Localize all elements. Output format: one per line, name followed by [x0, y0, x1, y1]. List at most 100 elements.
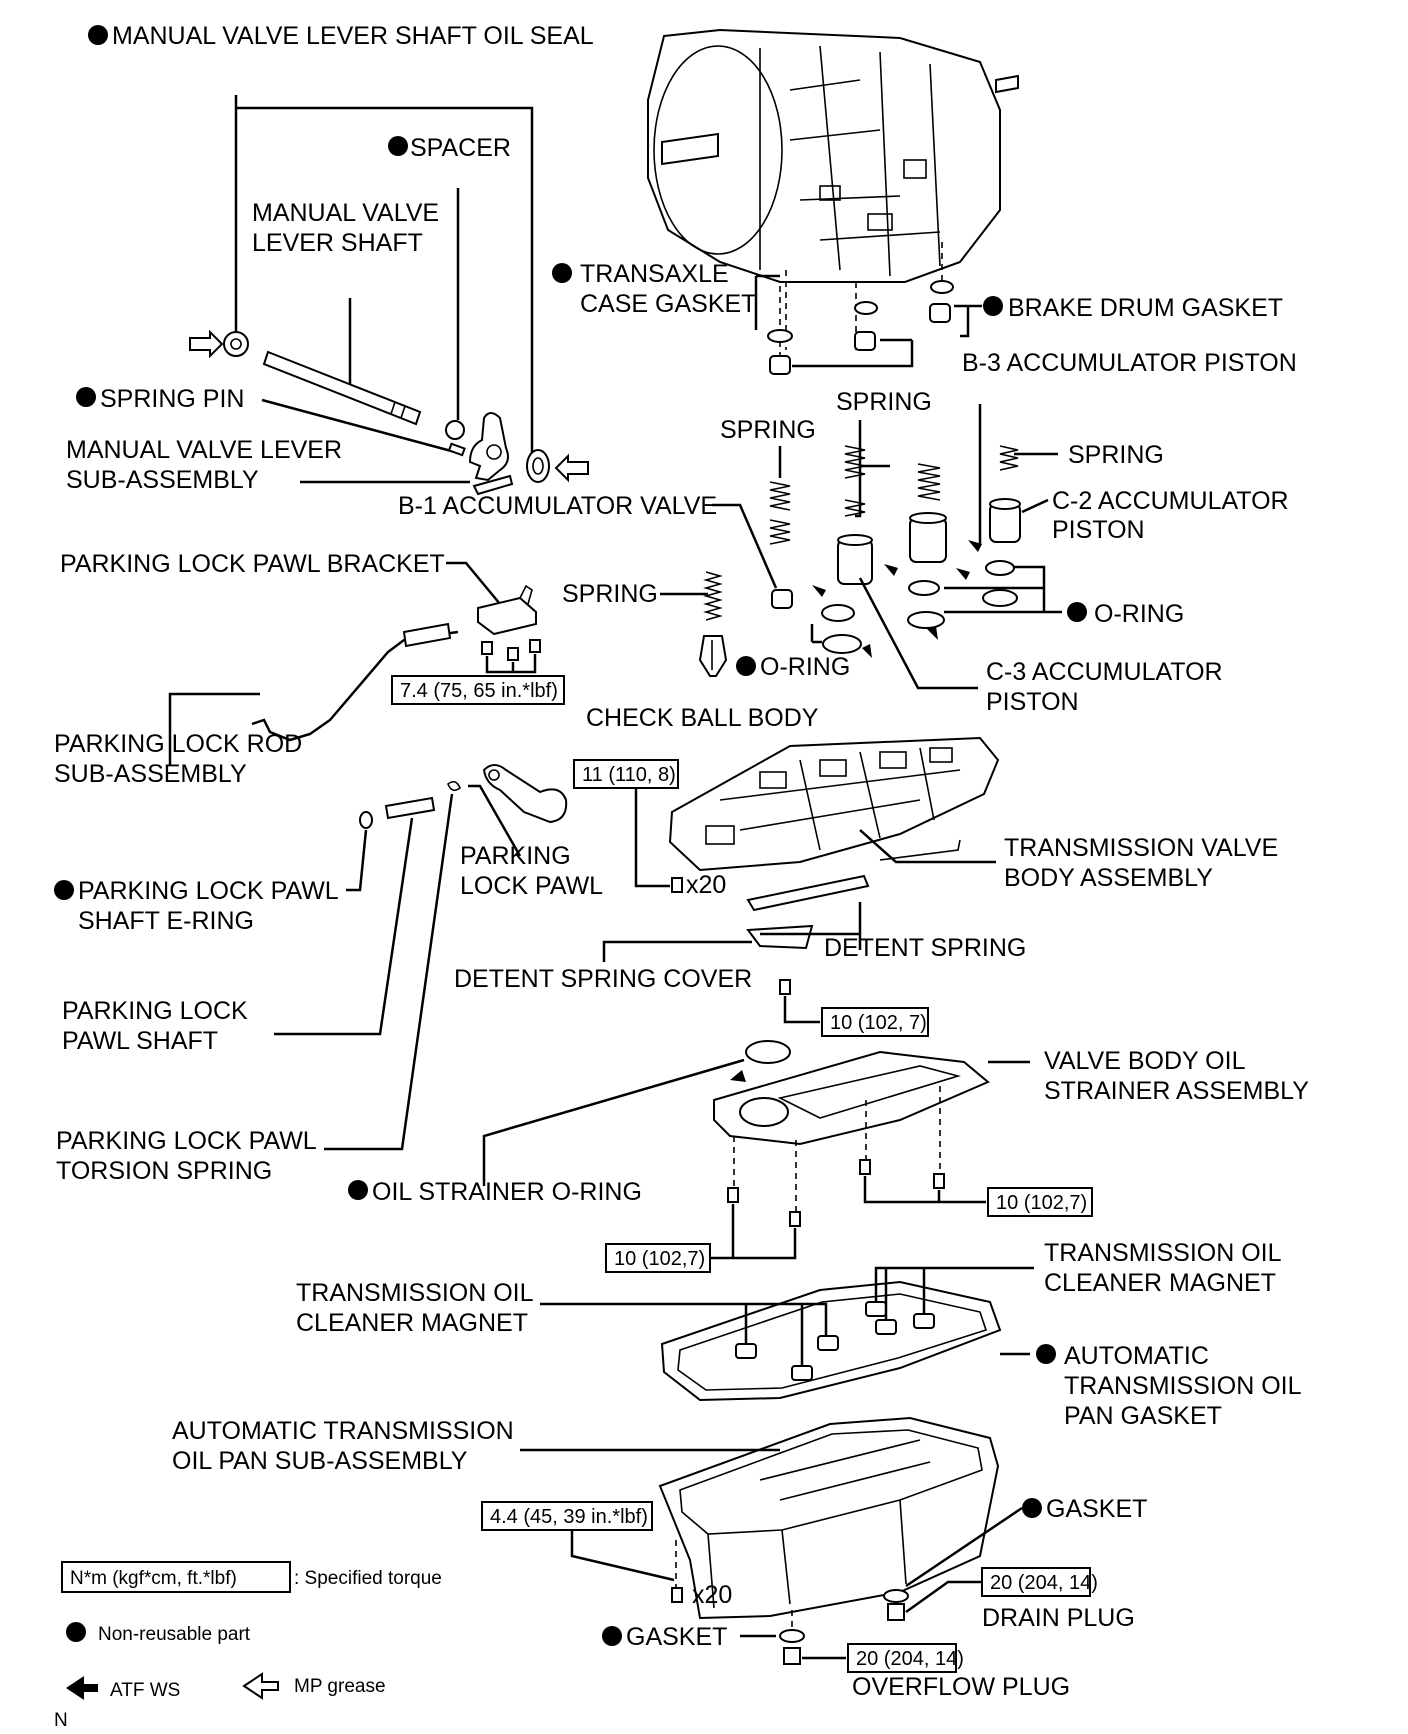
- b3-accumulator-pistons: [769, 303, 951, 375]
- nonreusable-bullet: [552, 263, 572, 283]
- label-parking-lock-pawl-bracket: PARKING LOCK PAWL BRACKET: [60, 550, 445, 578]
- nonreusable-bullet: [76, 387, 96, 407]
- parking-pawl-parts: [359, 764, 568, 829]
- torque-pan: 4.4 (45, 39 in.*lbf): [490, 1506, 648, 1528]
- parking-lock-rod-part: [251, 622, 459, 742]
- nonreusable-bullet: [602, 1626, 622, 1646]
- torque-box-bracket: [391, 675, 565, 705]
- nonreusable-bullet: [54, 880, 74, 900]
- label-b3-accumulator: B-3 ACCUMULATOR PISTON: [962, 349, 1297, 377]
- leader-strainer-torque-left: [710, 1204, 797, 1260]
- strainer-dashed-lines: [733, 1086, 941, 1214]
- leader-pawl-shaft: [274, 817, 414, 1036]
- atf-ws-legend-icon: [66, 1676, 98, 1700]
- detent-spring-part: [746, 874, 870, 950]
- detent-bolt: [779, 979, 791, 995]
- leader-strainer-torque-right: [863, 1176, 986, 1204]
- leader-parking-rod: [168, 692, 260, 766]
- nonreusable-bullet: [88, 25, 108, 45]
- label-detent-spring: DETENT SPRING: [824, 934, 1026, 962]
- label-pawl-shaft-2: PAWL SHAFT: [62, 1027, 218, 1055]
- label-oil-pan-1: AUTOMATIC TRANSMISSION: [172, 1417, 514, 1445]
- leader-spring-pin: [261, 398, 456, 454]
- label-drain-plug: DRAIN PLUG: [982, 1604, 1135, 1632]
- label-brake-drum-gasket: BRAKE DRUM GASKET: [1008, 294, 1283, 322]
- torque-strainer-right: 10 (102,7): [996, 1192, 1087, 1214]
- mp-grease-arrow-icon: [189, 329, 224, 359]
- leader-valve-body: [859, 829, 996, 864]
- torque-box-pan: [481, 1501, 653, 1531]
- oil-seal-left: [223, 331, 249, 357]
- leader-b1: [712, 503, 778, 589]
- case-gaskets: [767, 280, 954, 343]
- leader-c3: [858, 577, 978, 690]
- legend-nonreusable: Non-reusable part: [98, 1624, 251, 1645]
- label-spring-b: SPRING: [836, 388, 932, 416]
- check-ball-spring: [703, 571, 723, 621]
- leader-o-ring-right: [944, 565, 1062, 614]
- label-e-ring-2: SHAFT E-RING: [78, 907, 254, 935]
- label-spacer: SPACER: [410, 134, 511, 162]
- leader-bracket-torque: [485, 654, 537, 674]
- label-manual-valve-lever-sub-2: SUB-ASSEMBLY: [66, 466, 259, 494]
- torque-box-overflow: [847, 1643, 957, 1673]
- label-spring-d: SPRING: [562, 580, 658, 608]
- leader-b3: [792, 338, 914, 368]
- legend-torque-desc: : Specified torque: [294, 1568, 442, 1589]
- bracket-bolts: [481, 639, 541, 661]
- label-magnet-left-1: TRANSMISSION OIL: [296, 1279, 534, 1307]
- label-c2-1: C-2 ACCUMULATOR: [1052, 487, 1289, 515]
- leader-magnet-right: [874, 1266, 1034, 1320]
- parking-lock-pawl-bracket-part: [477, 584, 537, 636]
- overflow-plug-part: [783, 1647, 801, 1665]
- label-gasket-left: GASKET: [626, 1623, 727, 1651]
- torque-drain: 20 (204, 14): [990, 1572, 1098, 1594]
- label-gasket-right: GASKET: [1046, 1495, 1147, 1523]
- legend-torque-units: N*m (kgf*cm, ft.*lbf): [70, 1568, 237, 1589]
- label-torsion-1: PARKING LOCK PAWL: [56, 1127, 317, 1155]
- oil-strainer-o-ring-part: [745, 1040, 791, 1064]
- torque-strainer-left: 10 (102,7): [614, 1248, 705, 1270]
- mp-grease-legend-icon: [242, 1672, 279, 1700]
- leader-o-ring-mid: [810, 624, 822, 644]
- manual-valve-lever-part: [468, 412, 514, 496]
- label-spring-c: SPRING: [1068, 441, 1164, 469]
- leader-gasket-right: [905, 1506, 1023, 1588]
- torque-box-valve-body: [573, 759, 679, 789]
- torque-box-drain: [981, 1567, 1091, 1597]
- label-oil-pan-2: OIL PAN SUB-ASSEMBLY: [172, 1447, 468, 1475]
- label-strainer-2: STRAINER ASSEMBLY: [1044, 1077, 1309, 1105]
- overflow-gasket-part: [779, 1629, 805, 1643]
- label-pawl-2: LOCK PAWL: [460, 872, 603, 900]
- nonreusable-bullet: [388, 136, 408, 156]
- manual-valve-lever-shaft: [262, 350, 422, 426]
- leader-brake-drum: [954, 304, 982, 338]
- label-spring-a: SPRING: [720, 416, 816, 444]
- valve-body-oil-strainer-part: [713, 1050, 990, 1146]
- label-magnet-right-1: TRANSMISSION OIL: [1044, 1239, 1282, 1267]
- leader-detent: [760, 902, 862, 950]
- leader-detent-cover: [602, 940, 752, 962]
- pan-bolt: [671, 1587, 683, 1603]
- label-b1-valve: B-1 ACCUMULATOR VALVE: [398, 492, 717, 520]
- torque-overflow: 20 (204, 14): [856, 1648, 964, 1670]
- label-o-ring-right: O-RING: [1094, 600, 1184, 628]
- label-c3-1: C-3 ACCUMULATOR: [986, 658, 1223, 686]
- atf-ws-arrow-icon: [730, 1070, 746, 1082]
- oil-seal-right: [526, 449, 550, 483]
- torque-box-detent: [821, 1007, 929, 1037]
- strainer-bolts: [727, 1159, 945, 1227]
- leader-e-ring: [346, 829, 368, 892]
- label-spring-pin: SPRING PIN: [100, 385, 244, 413]
- label-manual-valve-lever-shaft-2: LEVER SHAFT: [252, 229, 423, 257]
- label-manual-valve-lever-shaft-oil-seal: MANUAL VALVE LEVER SHAFT OIL SEAL: [112, 22, 594, 50]
- label-pan-gasket-3: PAN GASKET: [1064, 1402, 1222, 1430]
- label-transaxle-1: TRANSAXLE: [580, 260, 729, 288]
- transmission-valve-body-part: [668, 736, 1000, 872]
- valve-body-bolt: [671, 877, 683, 893]
- label-magnet-right-2: CLEANER MAGNET: [1044, 1269, 1276, 1297]
- nonreusable-bullet: [348, 1180, 368, 1200]
- label-strainer-o-ring: OIL STRAINER O-RING: [372, 1178, 642, 1206]
- label-parking-rod-1: PARKING LOCK ROD: [54, 730, 302, 758]
